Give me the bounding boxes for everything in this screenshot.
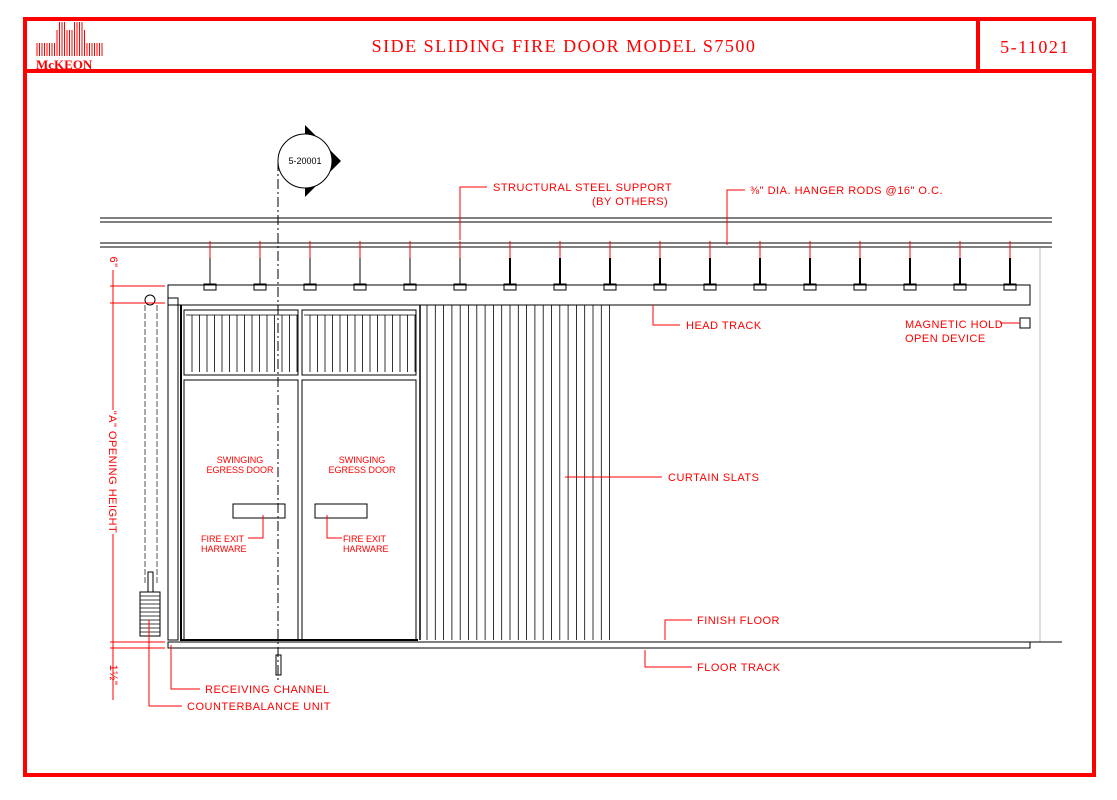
hanger-rod [803,241,817,291]
hanger-rod [753,241,767,291]
label-swinging-left: SWINGING [217,455,264,465]
label-fire-exit-left: FIRE EXIT [201,534,245,544]
dim-opening-height: "A" OPENING HEIGHT [106,411,118,534]
swinging-door-left [183,379,299,641]
label-floor-track: FLOOR TRACK [697,662,781,674]
panic-bar-right [314,503,368,519]
hanger-rods [203,241,1017,291]
hanger-rod [853,241,867,291]
logo-text: McKEON [36,57,93,72]
hanger-rod [203,241,217,291]
hanger-rod [1003,241,1017,291]
drawing-number: 5-11021 [1000,37,1070,57]
head-track [167,284,1031,306]
mckeon-logo: McKEON [36,22,103,72]
label-receiving-channel: RECEIVING CHANNEL [205,684,330,696]
label-hardware-right: HARWARE [343,544,389,554]
label-fire-exit-right: FIRE EXIT [343,534,387,544]
floor-track [167,641,1031,649]
hanger-rod [253,241,267,291]
hanger-rod [453,241,467,291]
hanger-rod [953,241,967,291]
dim-bottom: 1½" [107,665,119,686]
label-curtain-slats: CURTAIN SLATS [668,472,759,484]
label-finish-floor: FINISH FLOOR [697,615,780,627]
swinging-door-right [301,379,417,641]
section-marker[interactable]: 5-20001 [277,125,341,197]
drawing-title: SIDE SLIDING FIRE DOOR MODEL S7500 [372,36,757,56]
panic-bar-left [232,503,286,519]
hanger-rod [903,241,917,291]
label-structural-steel: STRUCTURAL STEEL SUPPORT [493,182,672,194]
section-marker-label: 5-20001 [288,156,321,166]
door-frame [180,305,418,641]
sheet-border [23,17,1096,777]
label-by-others: (BY OTHERS) [592,196,668,208]
structural-steel-beam [100,217,1052,248]
label-head-track: HEAD TRACK [686,320,762,332]
dim-top: 6" [107,256,119,267]
hanger-rod [603,241,617,291]
label-hanger-rods: ⅜" DIA. HANGER RODS @16" O.C. [750,185,943,197]
hanger-rod [553,241,567,291]
label-open-device: OPEN DEVICE [905,333,986,345]
leader-lines [148,186,1020,707]
hanger-rod [303,241,317,291]
label-egress-right: EGRESS DOOR [328,465,396,475]
label-egress-left: EGRESS DOOR [206,465,274,475]
label-magnetic-hold: MAGNETIC HOLD [905,319,1003,331]
magnetic-hold-device [1019,317,1031,329]
hanger-rod [653,241,667,291]
label-swinging-right: SWINGING [339,455,386,465]
hanger-rod [503,241,517,291]
curtain-slats [419,305,610,640]
hanger-rod [353,241,367,291]
counterbalance-unit [139,294,161,637]
label-counterbalance-unit: COUNTERBALANCE UNIT [187,701,331,713]
receiving-channel [167,297,179,641]
hanger-rod [703,241,717,291]
hanger-rod [403,241,417,291]
label-hardware-left: HARWARE [201,544,247,554]
